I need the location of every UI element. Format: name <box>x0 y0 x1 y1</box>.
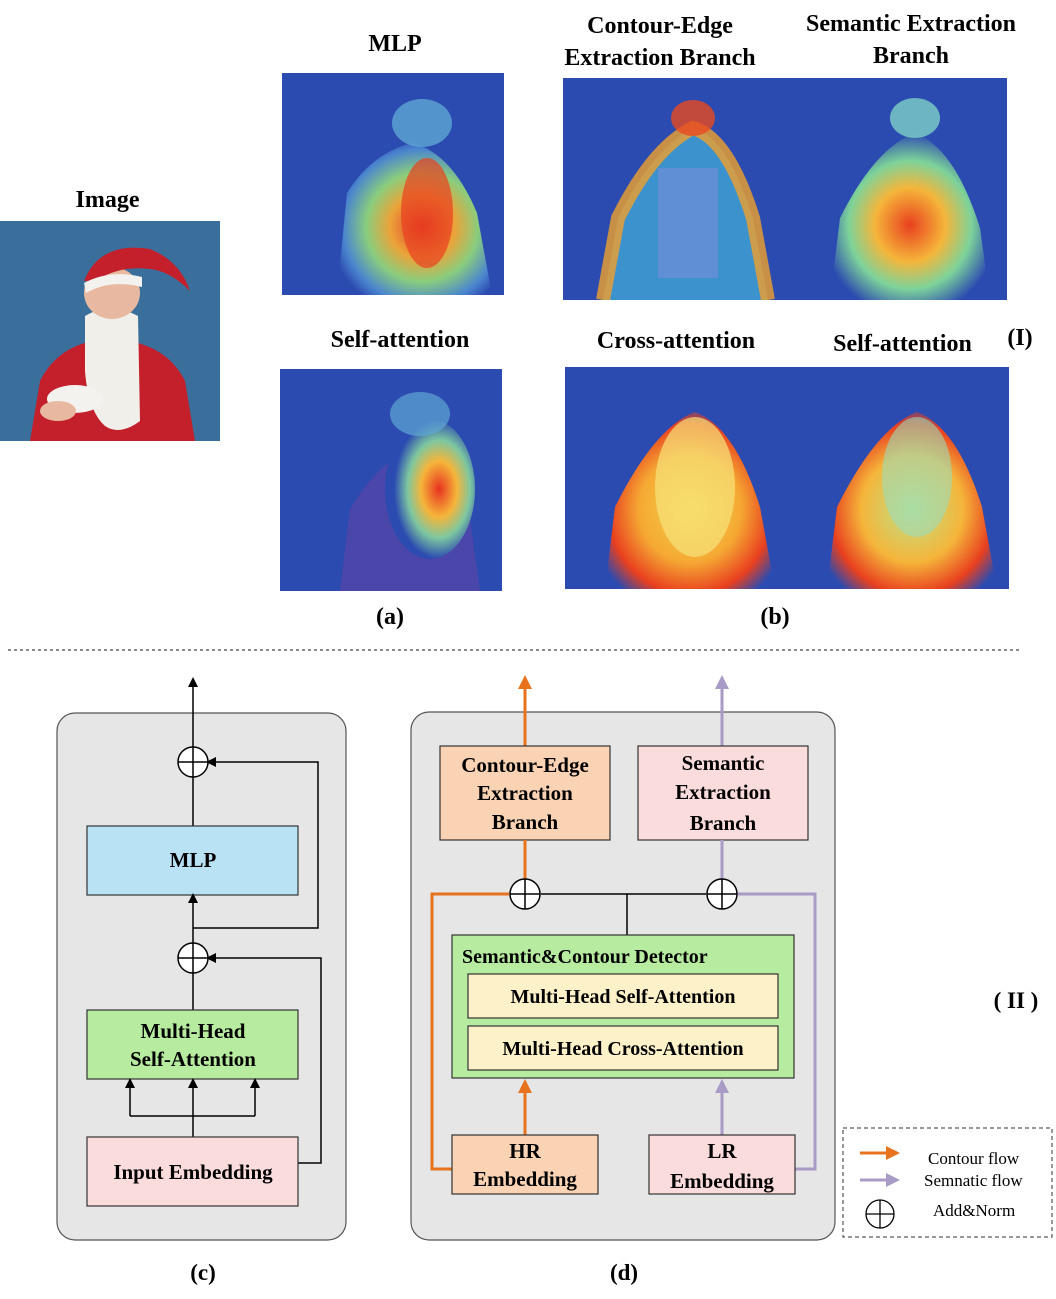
add-norm-top-c <box>177 746 209 778</box>
semantic-branch-title-line2: Branch <box>872 43 949 70</box>
add-norm-bottom-c <box>177 942 209 974</box>
qkv-fork-arrows <box>125 1078 260 1137</box>
hr-label-line1: HR <box>509 1139 541 1163</box>
caption-b: (b) <box>760 604 790 630</box>
contour-edge-extraction-branch-box: Contour-Edge Extraction Branch <box>439 745 611 841</box>
lr-label-line1: LR <box>707 1139 737 1163</box>
heatmap-semantic-branch <box>785 78 1007 300</box>
self-attention-label-d: Multi-Head Self-Attention <box>511 986 736 1008</box>
caption-a: (a) <box>376 604 404 630</box>
contour-branch-title-line2: Extraction Branch <box>564 45 756 72</box>
mlp-box-label: MLP <box>170 848 217 872</box>
semantic-branch-title: Semantic Extraction Branch <box>780 8 1042 73</box>
semantic-extraction-branch-box: Semantic Extraction Branch <box>637 745 809 841</box>
contour-box-line3: Branch <box>492 810 559 834</box>
cross-attention-title: Cross-attention <box>596 328 756 354</box>
semantic-box-line3: Branch <box>690 811 757 835</box>
contour-box-line2: Extraction <box>477 781 573 805</box>
multi-head-cross-attention-box <box>467 1025 779 1071</box>
detector-label: Semantic&Contour Detector <box>462 946 708 968</box>
semantic-branch-title-line1: Semantic Extraction <box>806 11 1016 37</box>
heatmap-mlp <box>282 73 504 295</box>
detector-output-connector <box>541 893 706 935</box>
semantic-contour-detector-box: Semantic&Contour Detector Multi-Head Sel… <box>451 934 795 1079</box>
contour-branch-title: Contour-Edge Extraction Branch <box>535 10 785 75</box>
contour-branch-title-line1: Contour-Edge <box>587 13 733 39</box>
heatmap-self-attention-a <box>280 369 502 591</box>
contour-residual-path <box>430 892 509 1171</box>
multi-head-self-attention-box-d <box>467 973 779 1019</box>
heatmap-contour-edge-branch <box>563 78 785 300</box>
residual-skip-bottom-c <box>206 953 322 1164</box>
legend: Contour flow Semnatic flow Add&Norm <box>842 1127 1053 1238</box>
semantic-residual-path <box>738 892 817 1171</box>
mlp-title: MLP <box>368 31 422 57</box>
contour-box-line1: Contour-Edge <box>461 753 589 777</box>
heatmap-self-attention-b <box>787 367 1009 589</box>
mlp-box: MLP <box>86 825 299 896</box>
semantic-box-line1: Semantic <box>682 751 765 775</box>
legend-add-norm-icon <box>865 1199 895 1229</box>
hr-label-line2: Embedding <box>473 1167 577 1191</box>
image-title: Image <box>75 187 140 213</box>
caption-d: (d) <box>610 1260 638 1285</box>
legend-semantic-label: Semnatic flow <box>924 1171 1023 1190</box>
santa-input-image <box>0 221 220 441</box>
self-attention-title-a: Self-attention <box>330 327 470 353</box>
add-norm-contour <box>509 878 541 910</box>
cross-attention-label: Multi-Head Cross-Attention <box>502 1038 743 1060</box>
input-embedding-label: Input Embedding <box>113 1160 273 1184</box>
caption-c: (c) <box>190 1260 216 1285</box>
lr-embedding-box: LR Embedding <box>648 1134 796 1195</box>
legend-contour-label: Contour flow <box>928 1149 1020 1168</box>
semantic-box-line2: Extraction <box>675 780 771 804</box>
multi-head-self-attention-box-c: Multi-Head Self-Attention <box>86 1009 299 1080</box>
mhsa-label-line2: Self-Attention <box>130 1047 256 1071</box>
mhsa-label-line1: Multi-Head <box>141 1019 246 1043</box>
hr-embedding-box: HR Embedding <box>451 1134 599 1195</box>
self-attention-title-b: Self-attention <box>833 331 972 357</box>
residual-skip-top-c <box>193 757 319 929</box>
lr-label-line2: Embedding <box>670 1169 774 1193</box>
part-II-label: ( II ) <box>994 988 1039 1013</box>
input-embedding-box: Input Embedding <box>86 1136 299 1207</box>
add-norm-semantic <box>706 878 738 910</box>
heatmap-cross-attention <box>565 367 787 589</box>
part-I-label: (I) <box>1007 325 1033 351</box>
legend-add-norm-label: Add&Norm <box>933 1201 1015 1220</box>
